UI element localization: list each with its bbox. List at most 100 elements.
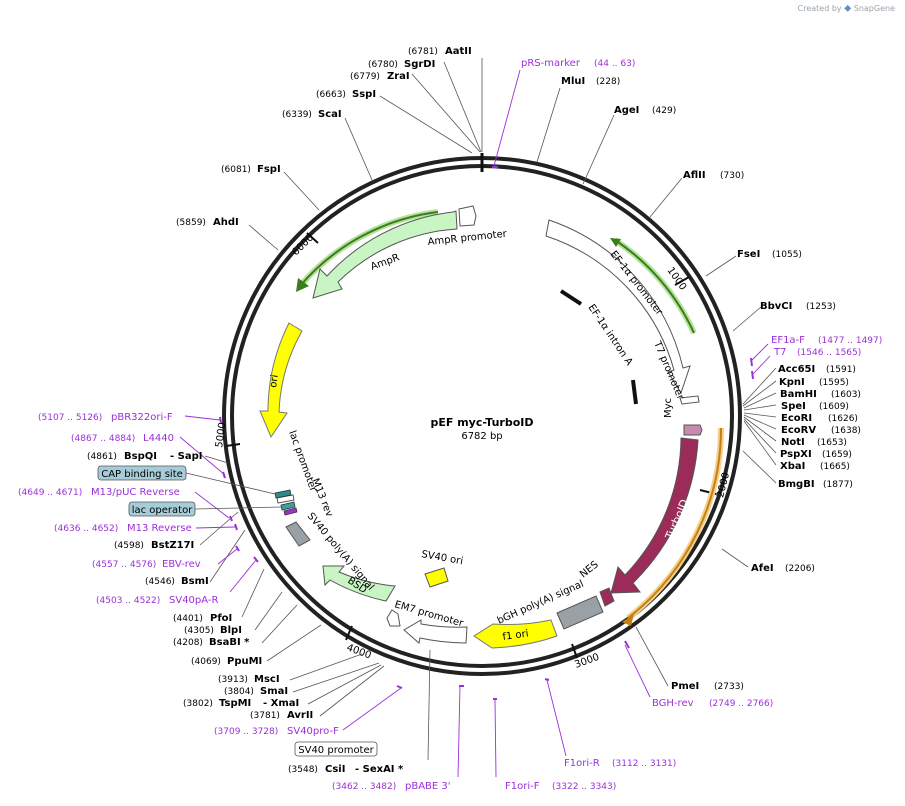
primer-m13-reverse-pos: (4636 .. 4652) — [54, 524, 118, 534]
primer-pbr322ori-f: pBR322ori-F — [111, 412, 173, 423]
turboid-highlight-line — [627, 427, 723, 619]
enzyme-sgrdi: SgrDI — [404, 59, 435, 70]
ef1a-intron-bar-left — [559, 289, 583, 306]
ef1a-intron-arrow — [614, 239, 695, 334]
enzyme-aflii: AflII — [683, 170, 706, 181]
enzyme-agei: AgeI — [614, 105, 639, 116]
enzyme-blpi: BlpI — [220, 625, 242, 636]
primer-f1ori-r: F1ori-R — [564, 758, 600, 769]
enzyme-acc65i-pos: (1591) — [826, 365, 856, 375]
enzyme-ppumi-pos: (4069) — [191, 657, 221, 667]
enzyme-kpni-pos: (1595) — [819, 378, 849, 388]
primer-marks — [219, 166, 754, 700]
primer-prs-marker-pos: (44 .. 63) — [594, 59, 635, 69]
enzyme-agei-pos: (429) — [652, 106, 676, 116]
enzyme-acc65i: Acc65I — [778, 364, 815, 375]
enzyme-bamhi: BamHI — [780, 389, 817, 400]
feature-label-ef1a-intron: EF-1α intron A — [586, 303, 635, 368]
enzyme-bsmi: BsmI — [181, 576, 209, 587]
primer-pbabe3: pBABE 3' — [405, 781, 451, 792]
enzyme-bmgbi: BmgBI — [778, 479, 815, 490]
nes-feature — [599, 587, 615, 607]
enzyme-bspqi-pos: (4861) — [87, 452, 117, 462]
primer-ebv-rev-pos: (4557 .. 4576) — [92, 560, 156, 570]
enzyme-avrii-pos: (3781) — [250, 711, 280, 721]
enzyme-afei-pos: (2206) — [785, 564, 815, 574]
primer-ebv-rev: EBV-rev — [162, 559, 201, 570]
feature-label-myc: Myc — [663, 398, 674, 418]
enzyme-pfoi: PfoI — [210, 613, 232, 624]
enzyme-noti-pos: (1653) — [817, 438, 847, 448]
primer-bgh-rev-pos: (2749 .. 2766) — [709, 699, 773, 709]
enzyme-leaders — [199, 58, 777, 761]
enzyme-bbvci: BbvCI — [760, 301, 792, 312]
enzyme-ppumi: PpuMI — [227, 656, 262, 667]
primer-pbr322ori-f-pos: (5107 .. 5126) — [38, 413, 102, 423]
enzyme-ahdi-pos: (5859) — [176, 218, 206, 228]
primer-labels: pRS-marker (44 .. 63) EF1a-F (1477 .. 14… — [18, 58, 882, 792]
enzyme-scai: ScaI — [318, 109, 342, 120]
primer-f1ori-f-pos: (3322 .. 3343) — [552, 782, 616, 792]
primer-leaders — [179, 69, 771, 778]
enzyme-bstz17i-pos: (4598) — [114, 541, 144, 551]
primer-prs-marker: pRS-marker — [521, 58, 581, 69]
sv40-polya-feature — [285, 521, 311, 547]
lac-promoter-feature — [276, 494, 295, 504]
primer-m13-reverse: M13 Reverse — [127, 523, 192, 534]
feature-label-f1-ori: f1 ori — [502, 628, 529, 643]
em7-promoter-feature — [403, 619, 468, 644]
lac-operator-feature — [280, 501, 296, 511]
primer-l4440-pos: (4867 .. 4884) — [71, 434, 135, 444]
enzyme-mlui-pos: (228) — [596, 77, 620, 87]
bsd-feature — [322, 565, 396, 602]
feature-label-ampr: AmpR — [369, 252, 401, 273]
primer-pbabe3-pos: (3462 .. 3482) — [332, 782, 396, 792]
bgh-polya-feature — [556, 595, 604, 630]
ampr-promoter-arrow — [299, 211, 439, 287]
primer-f1ori-r-pos: (3112 .. 3131) — [612, 759, 676, 769]
enzyme-smai: SmaI — [260, 686, 288, 697]
enzyme-ahdi: AhdI — [213, 217, 239, 228]
enzyme-pmei-pos: (2733) — [714, 682, 744, 692]
enzyme-csii-pos: (3548) — [288, 765, 318, 775]
enzyme-pfoi-pos: (4401) — [173, 614, 203, 624]
enzyme-ecori: EcoRI — [781, 413, 812, 424]
plasmid-size: 6782 bp — [461, 431, 502, 442]
enzyme-bamhi-pos: (1603) — [831, 390, 861, 400]
enzyme-tspmi-pos: (3802) — [183, 699, 213, 709]
primer-ef1a-f-pos: (1477 .. 1497) — [818, 336, 882, 346]
enzyme-ecorv: EcoRV — [781, 425, 816, 436]
feature-label-ampr-promoter: AmpR promoter — [427, 229, 508, 248]
lac-operator-label: lac operator — [132, 505, 193, 516]
ampr-promoter-arrowhead — [296, 278, 309, 292]
enzyme-msci-pos: (3913) — [218, 675, 248, 685]
enzyme-noti: NotI — [781, 437, 805, 448]
enzyme-bsabi-pos: (4208) — [173, 638, 203, 648]
ampr-promoter-feature — [458, 205, 477, 227]
sv40-ori-feature — [424, 567, 449, 588]
bsd-arrow-feature — [386, 609, 401, 627]
enzyme-fsei-pos: (1055) — [772, 250, 802, 260]
enzyme-pmei: PmeI — [671, 681, 699, 692]
enzyme-spei-pos: (1609) — [819, 402, 849, 412]
enzyme-xbai: XbaI — [780, 461, 805, 472]
enzyme-fspi-pos: (6081) — [221, 165, 251, 175]
primer-ef1a-f: EF1a-F — [771, 335, 805, 346]
snapgene-logo-icon: ⬥ — [844, 3, 852, 14]
ef1a-intron-arrowhead — [610, 238, 621, 247]
enzyme-xmai: - XmaI — [263, 698, 299, 709]
snapgene-credit: Created by ⬥ SnapGene — [798, 3, 895, 14]
enzyme-labels: (6781) AatII (6780) SgrDI (6779) ZraI (6… — [87, 46, 861, 775]
enzyme-ecori-pos: (1626) — [828, 414, 858, 424]
enzyme-mlui: MluI — [561, 76, 585, 87]
enzyme-bspqi: BspQI — [124, 451, 157, 462]
plasmid-name: pEF myc-TurboID — [430, 416, 533, 429]
primer-m13puc-reverse-pos: (4649 .. 4671) — [18, 488, 82, 498]
tick-label-5000: 5000 — [214, 422, 228, 449]
created-by-text: Created by — [797, 4, 842, 13]
enzyme-sspi: SspI — [352, 89, 376, 100]
enzyme-bstz17i: BstZ17I — [151, 540, 194, 551]
ef1a-intron-bar-right — [631, 379, 638, 405]
enzyme-ecorv-pos: (1638) — [831, 426, 861, 436]
